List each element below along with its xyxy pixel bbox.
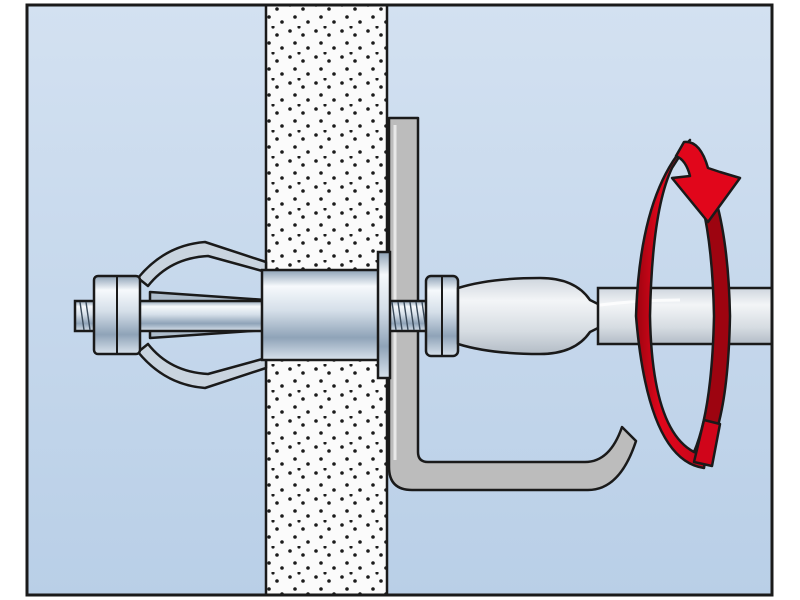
clockwise-rotation-arrow-icon (634, 138, 742, 470)
illustration-frame (25, 3, 774, 597)
screwdriver-icon (456, 276, 772, 356)
cavity-anchor-icon (92, 250, 460, 380)
hook-bracket-icon (387, 116, 638, 492)
